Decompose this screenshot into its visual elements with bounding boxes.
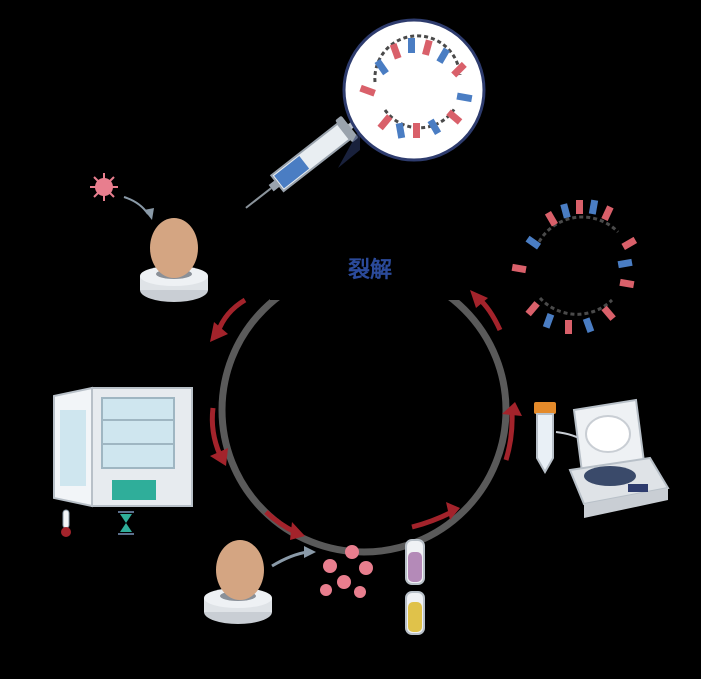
centrifuge-tube-icon <box>534 402 556 475</box>
hourglass-icon <box>118 511 134 535</box>
cycle-arrowheads <box>210 290 522 540</box>
harvest-arrow <box>271 550 309 568</box>
centrifuge-icon <box>568 398 670 518</box>
harvested-egg-icon <box>204 540 272 624</box>
arrow-top-left <box>215 297 247 333</box>
cycle-gap <box>270 240 470 300</box>
magnify-cone <box>338 128 360 168</box>
harvest-arrowhead <box>304 546 316 558</box>
purple-tube-icon <box>405 539 425 585</box>
egg-inoculation-icon <box>140 218 208 302</box>
arrow-left <box>209 407 223 456</box>
virus-particle-icon <box>90 173 118 201</box>
center-label: 裂解 <box>347 258 392 283</box>
incubator-icon <box>53 386 193 508</box>
thermometer-icon <box>61 509 71 537</box>
arrow-right <box>503 411 515 461</box>
inoculate-arrow <box>123 196 149 215</box>
yellow-tube-icon <box>405 591 425 635</box>
inoculate-arrowhead <box>144 208 154 220</box>
cycle-arrows <box>209 296 515 535</box>
cycle-ring <box>218 264 510 556</box>
virus-cluster-icon <box>320 545 373 598</box>
split-virus-icon <box>511 199 638 334</box>
magnified-virus-icon <box>342 18 486 162</box>
